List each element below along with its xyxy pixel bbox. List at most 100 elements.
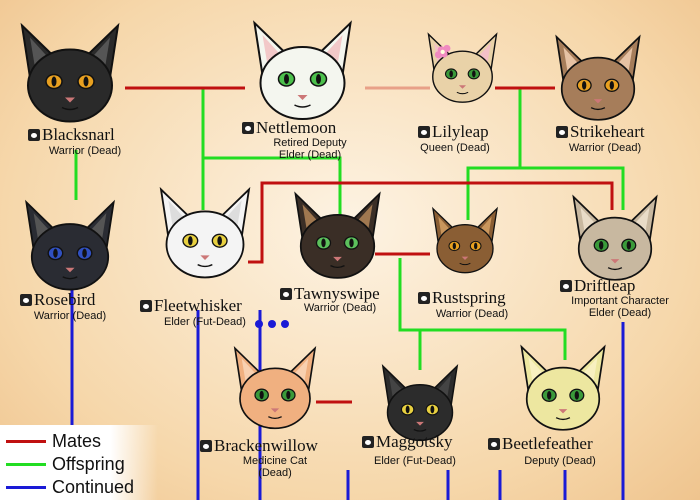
- cat-name: Driftleap: [560, 276, 635, 296]
- cat-name-text: Lilyleap: [432, 122, 489, 141]
- legend-item-continued: Continued: [6, 477, 134, 498]
- paw-icon: [362, 436, 374, 448]
- continued-swatch: [6, 486, 46, 489]
- paw-icon: [418, 126, 430, 138]
- paw-icon: [140, 300, 152, 312]
- lilyleap-head: [427, 32, 498, 103]
- cat-name-text: Rustspring: [432, 288, 506, 307]
- brackenwillow-head: [233, 346, 317, 430]
- cat-name: Beetlefeather: [488, 434, 593, 454]
- cat-name: Fleetwhisker: [140, 296, 242, 316]
- continued-dot: [268, 320, 276, 328]
- cat-portrait: [285, 185, 390, 290]
- cat-name-text: Brackenwillow: [214, 436, 318, 455]
- beetlefeather-head: [520, 344, 606, 431]
- cat-role: Deputy (Dead): [500, 455, 620, 467]
- cat-role-line: Warrior (Dead): [568, 142, 642, 154]
- cat-name: Maggotsky: [362, 432, 453, 452]
- paw-icon: [556, 126, 568, 138]
- paw-icon: [560, 280, 572, 292]
- cat-role-line: Retired Deputy: [273, 137, 347, 149]
- offspring-line: [398, 258, 567, 360]
- cat-portrait: [225, 335, 325, 445]
- nettlemoon-head: [253, 20, 352, 120]
- offspring-line: [466, 88, 522, 220]
- cat-role-line: Medicine Cat: [242, 455, 308, 467]
- cat-role-line: Warrior (Dead): [303, 302, 377, 314]
- cat-portrait: [420, 15, 505, 125]
- cat-role: Elder (Fut-Dead): [140, 316, 270, 328]
- paw-icon: [488, 438, 500, 450]
- strikeheart-head: [555, 34, 641, 121]
- cat-role-line: Elder (Dead): [278, 149, 342, 161]
- legend-item-offspring: Offspring: [6, 454, 125, 475]
- cat-name-text: Driftleap: [574, 276, 636, 295]
- cat-portrait: [150, 165, 260, 305]
- cat-role-line: Important Character: [571, 295, 669, 307]
- cat-portrait: [240, 15, 365, 130]
- cat-name: Lilyleap: [418, 122, 489, 142]
- cat-portrait: [10, 195, 130, 300]
- legend-label: Mates: [52, 431, 102, 451]
- cat-role-line: Queen (Dead): [420, 142, 490, 154]
- cat-role-line: (Dead): [258, 467, 292, 479]
- cat-name-text: Nettlemoon: [256, 118, 337, 137]
- offspring-line: [520, 166, 625, 210]
- rosebird-head: [25, 199, 115, 291]
- cat-portrait: [538, 30, 658, 130]
- cat-role: Elder (Fut-Dead): [355, 455, 475, 467]
- paw-icon: [280, 288, 292, 300]
- cat-name: Nettlemoon: [242, 118, 336, 138]
- legend-label: Continued: [52, 477, 135, 497]
- cat-name: Blacksnarl: [28, 125, 115, 145]
- cat-name-text: Beetlefeather: [502, 434, 593, 453]
- cat-name-text: Tawnyswipe: [294, 284, 380, 303]
- cat-name-text: Strikeheart: [570, 122, 645, 141]
- cat-portrait: [350, 360, 490, 450]
- cat-name-text: Blacksnarl: [42, 125, 115, 144]
- cat-name: Tawnyswipe: [280, 284, 380, 304]
- cat-portrait: [425, 185, 505, 300]
- cat-role-line: Warrior (Dead): [435, 308, 509, 320]
- cat-role: Medicine Cat(Dead): [215, 455, 335, 479]
- cat-role: Warrior (Dead): [30, 145, 140, 157]
- cat-name-text: Fleetwhisker: [154, 296, 242, 315]
- driftleap-head: [572, 194, 658, 281]
- paw-icon: [200, 440, 212, 452]
- fleetwhisker-head: [159, 186, 251, 279]
- cat-role: Warrior (Dead): [15, 310, 125, 322]
- continued-dot: [255, 320, 263, 328]
- maggotsky-head: [381, 364, 459, 442]
- offspring-swatch: [6, 463, 46, 466]
- paw-icon: [418, 292, 430, 304]
- cat-name-text: Maggotsky: [376, 432, 453, 451]
- cat-role: Queen (Dead): [400, 142, 510, 154]
- cat-role: Warrior (Dead): [412, 308, 532, 320]
- cat-portrait: [555, 190, 675, 290]
- cat-name: Rustspring: [418, 288, 506, 308]
- paw-icon: [28, 129, 40, 141]
- rustspring-head: [432, 206, 498, 274]
- mates-swatch: [6, 440, 46, 443]
- cat-role-line: Deputy (Dead): [524, 455, 596, 467]
- legend-item-mates: Mates: [6, 431, 101, 452]
- cat-role-line: Warrior (Dead): [33, 310, 107, 322]
- legend: Mates Offspring Continued: [0, 425, 158, 500]
- cat-name: Strikeheart: [556, 122, 645, 142]
- cat-role-line: Elder (Dead): [588, 307, 652, 319]
- mates-line: [248, 181, 614, 264]
- cat-role: Warrior (Dead): [545, 142, 665, 154]
- tawnyswipe-head: [294, 191, 381, 279]
- continued-dot: [281, 320, 289, 328]
- cat-portrait: [10, 15, 130, 135]
- paw-icon: [242, 122, 254, 134]
- cat-name-text: Rosebird: [34, 290, 96, 309]
- cat-name: Rosebird: [20, 290, 95, 310]
- cat-role-line: Elder (Fut-Dead): [374, 455, 456, 467]
- continued-dots: [255, 320, 289, 328]
- legend-label: Offspring: [52, 454, 125, 474]
- cat-role-line: Warrior (Dead): [48, 145, 122, 157]
- cat-name: Brackenwillow: [200, 436, 318, 456]
- paw-icon: [20, 294, 32, 306]
